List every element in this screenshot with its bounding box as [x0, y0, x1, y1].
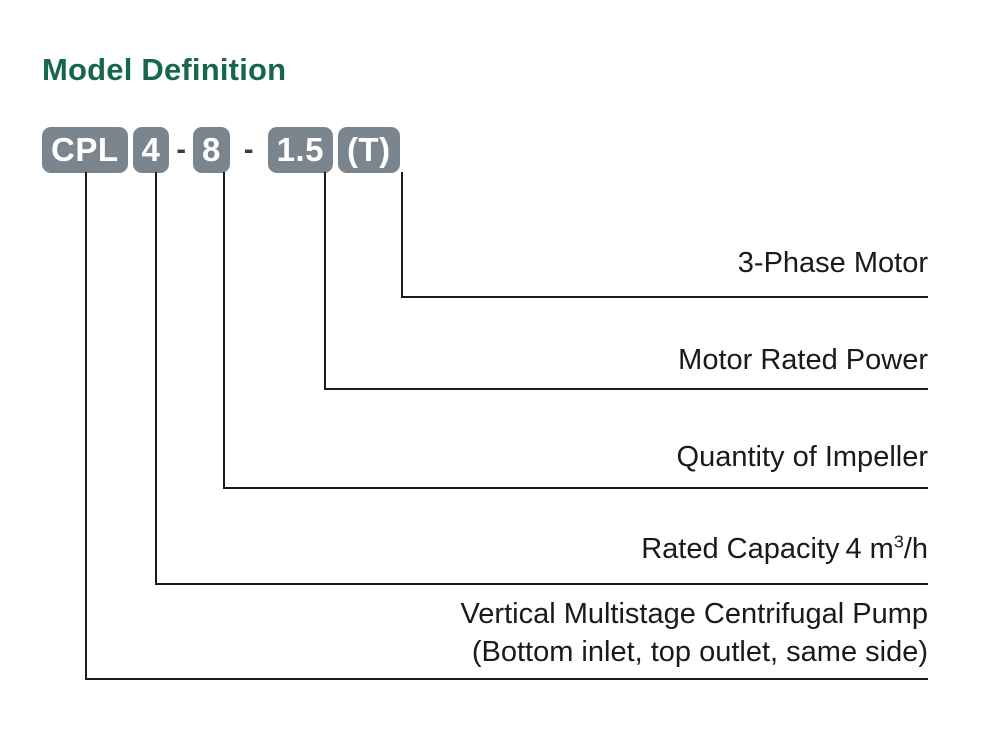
leader-vertical-phase: [401, 172, 403, 298]
leader-vertical-power: [324, 172, 326, 390]
code-box-power[interactable]: 1.5: [267, 127, 333, 173]
model-code-row: CPL 4 - 8 - 1.5 (T): [42, 126, 400, 174]
code-separator-2: -: [243, 134, 254, 166]
leader-vertical-impeller: [223, 172, 225, 489]
pump-type-line-2: (Bottom inlet, top outlet, same side): [471, 636, 928, 668]
code-box-stages[interactable]: 8: [193, 127, 230, 173]
rated-capacity-prefix: Rated Capacity: [641, 533, 840, 565]
leader-horizontal-capacity: [155, 583, 928, 585]
leader-horizontal-power: [324, 388, 928, 390]
callout-phase-motor: 3-Phase Motor: [737, 247, 928, 279]
rated-capacity-value: 4 m: [845, 533, 894, 565]
pump-type-line-1: Vertical Multistage Centrifugal Pump: [460, 598, 928, 630]
code-box-series[interactable]: CPL: [42, 127, 128, 173]
leader-horizontal-phase: [401, 296, 928, 298]
page-title: Model Definition: [42, 52, 287, 87]
leader-vertical-capacity: [155, 172, 157, 585]
leader-horizontal-impeller: [223, 487, 928, 489]
code-box-capacity[interactable]: 4: [132, 127, 170, 173]
callout-pump-type: Vertical Multistage Centrifugal Pump (Bo…: [461, 595, 928, 671]
callout-motor-rated-power: Motor Rated Power: [678, 344, 928, 376]
code-separator-1: -: [176, 134, 187, 166]
code-box-phase[interactable]: (T): [337, 127, 400, 173]
rated-capacity-exponent: 3: [893, 531, 904, 552]
callout-quantity-of-impeller: Quantity of Impeller: [676, 441, 928, 473]
rated-capacity-suffix: /h: [903, 533, 928, 565]
leader-horizontal-pump-type: [85, 678, 928, 680]
leader-vertical-pump-type: [85, 172, 87, 680]
